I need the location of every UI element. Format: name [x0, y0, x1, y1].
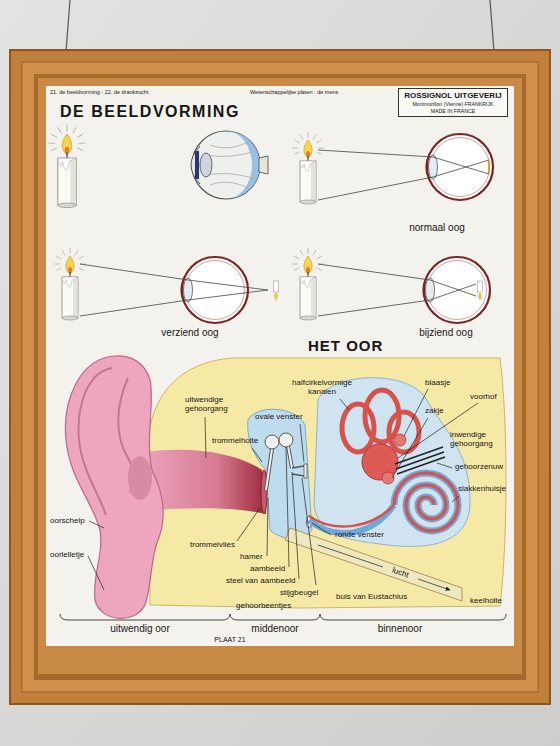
part-label: uitwendige gehoorgang [185, 395, 241, 413]
part-label: zakje [425, 406, 444, 415]
part-label: halfcirkelvormige kanalen [283, 378, 361, 396]
publisher-detail: MADE IN FRANCE [403, 108, 503, 115]
publisher-box: ROSSIGNOL UITGEVERIJMontmorillon (Vienne… [398, 88, 508, 117]
poster-title: DE BEELDVORMING [60, 103, 240, 121]
part-label: trommelholte [212, 436, 258, 445]
region-label: binnenoor [378, 623, 422, 635]
part-label: oorlelletje [50, 550, 84, 559]
region-label: middenoor [251, 623, 298, 635]
part-label: slakkenhuisje [458, 484, 506, 493]
flow-label: lucht [390, 565, 411, 580]
eye-caption: bijziend oog [419, 327, 472, 339]
section-heading: HET OOR [308, 337, 383, 354]
region-label: uitwendig oor [110, 623, 169, 635]
eye-caption: normaal oog [409, 222, 465, 234]
eye-caption: verziend oog [161, 327, 218, 339]
part-label: aambeeld [250, 564, 285, 573]
part-label: gehoorzenuw [455, 462, 503, 471]
part-label: blaasje [425, 378, 450, 387]
publisher-detail: Montmorillon (Vienne) FRANKRIJK [403, 101, 503, 108]
header-note: Wetenschappelijke platen : de mens [250, 89, 338, 95]
part-label: trommelvlies [190, 540, 235, 549]
part-label: keelholte [470, 596, 502, 605]
part-label: stijgbeugel [280, 588, 318, 597]
part-label: buis van Eustachius [336, 592, 407, 601]
part-label: voorhof [470, 392, 497, 401]
header-note: 21. de beeldvorming - 22. de drankzucht [50, 89, 148, 95]
part-label: steel van aambeeld [226, 576, 295, 585]
part-label: ovale venster [255, 412, 303, 421]
plate-number: PLAAT 21 [214, 636, 245, 644]
part-label: inwendige gehoorgang [450, 430, 504, 448]
publisher-name: ROSSIGNOL UITGEVERIJ [403, 91, 503, 101]
part-label: hamer [240, 552, 263, 561]
part-label: oorschelp [50, 516, 85, 525]
part-label: gehoorbeentjes [236, 601, 291, 610]
part-label: ronde venster [335, 530, 384, 539]
